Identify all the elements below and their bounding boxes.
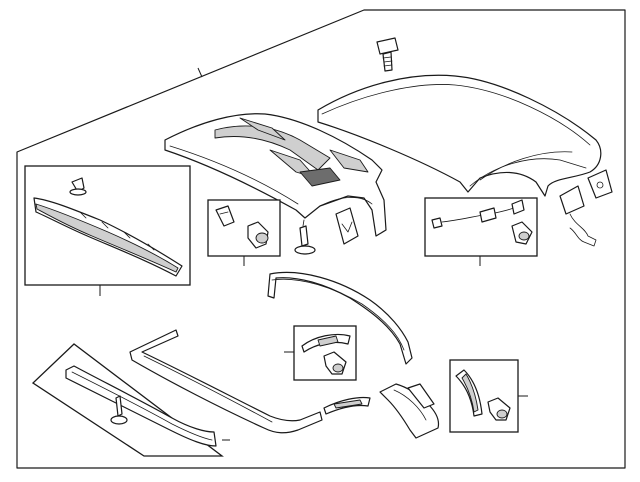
weatherstrip-lower-icon [129, 329, 323, 434]
rear-header-trim-icon [33, 177, 183, 277]
retainer-clip-icon [335, 207, 359, 245]
weatherstrip-side-icon [65, 365, 217, 447]
roof-trim-panel [164, 113, 387, 237]
corner-seal-icon [379, 383, 440, 439]
weatherstrip-upper-icon [267, 271, 413, 365]
seal-retainer-icon [301, 333, 351, 375]
assembly-frame [16, 9, 626, 469]
clip-bolt-box [207, 199, 281, 257]
mounting-bolt-icon [376, 37, 399, 72]
wiring-harness-icon [431, 199, 533, 245]
seal-bolt-box [449, 359, 519, 433]
corner-seal-bolt-icon [455, 369, 511, 421]
push-pin-icon [294, 219, 316, 255]
clip-bolt-icon [215, 205, 269, 249]
retainer-bolt-box [293, 325, 357, 381]
frame-callout-leader [197, 67, 203, 78]
trim-strip-icon [323, 396, 371, 415]
top-cover [317, 74, 613, 247]
